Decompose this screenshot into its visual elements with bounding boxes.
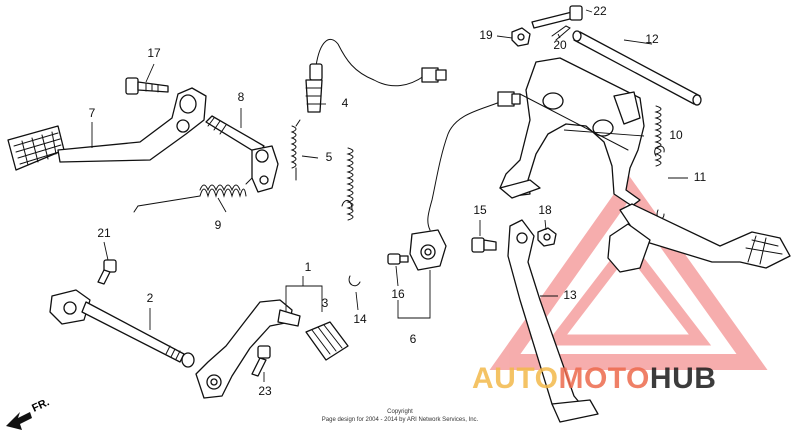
front-direction-label: FR.: [30, 396, 51, 414]
copyright-line2: Page design for 2004 - 2014 by ARI Netwo…: [322, 417, 479, 423]
switch-spring-5: [290, 119, 301, 181]
callout-23: 23: [258, 384, 272, 398]
stand-spring-11: [654, 105, 665, 220]
callout-13: 13: [563, 288, 577, 302]
stand-spring-14: [341, 147, 361, 287]
pivot-pin-8: [205, 115, 279, 193]
leader-lines: [91, 9, 688, 382]
callout-15: 15: [473, 203, 487, 217]
brake-pedal: [7, 87, 207, 171]
bolt-15: [471, 237, 497, 253]
side-stand-switch-6: [409, 91, 521, 271]
bolt-21: [97, 259, 117, 285]
brake-switch-4: [305, 39, 447, 113]
watermark-moto: MOTO: [558, 362, 649, 395]
side-stand-13: [507, 219, 599, 423]
watermark-triangle-logo: [489, 174, 768, 370]
svg-text:AUTOMOTOHUB: AUTOMOTOHUB: [472, 362, 716, 395]
copyright-notice: Copyright Page design for 2004 - 2014 by…: [322, 409, 479, 423]
watermark-wordmark: AUTOMOTOHUB: [472, 362, 716, 395]
callout-4: 4: [342, 96, 349, 110]
callout-8: 8: [238, 90, 245, 104]
cotter-pin-20: [551, 25, 571, 41]
nut-18: [537, 227, 557, 247]
callout-14: 14: [353, 312, 367, 326]
copyright-line1: Copyright: [387, 409, 413, 415]
watermark-auto: AUTO: [472, 362, 558, 395]
stand-pedal-arm: [607, 203, 791, 273]
main-stand-10: [499, 57, 645, 207]
callout-16: 16: [391, 287, 405, 301]
callout-20: 20: [553, 38, 567, 52]
gear-shift-pedal-1: [195, 299, 301, 399]
callout-22: 22: [593, 4, 607, 18]
callout-9: 9: [215, 218, 222, 232]
callout-2: 2: [147, 291, 154, 305]
watermark-hub: HUB: [650, 362, 717, 395]
callout-17: 17: [147, 46, 161, 60]
callout-7: 7: [89, 106, 96, 120]
callout-19: 19: [479, 28, 493, 42]
callout-12: 12: [645, 32, 659, 46]
callout-11: 11: [694, 170, 707, 184]
callout-5: 5: [326, 150, 333, 164]
callout-21: 21: [97, 226, 111, 240]
callout-1: 1: [305, 260, 312, 274]
callout-18: 18: [538, 203, 552, 217]
return-spring-9: [133, 177, 253, 213]
shift-rod-2: [49, 289, 195, 368]
bolt-17: [125, 77, 169, 95]
callout-6: 6: [410, 332, 417, 346]
callout-10: 10: [669, 128, 683, 142]
stand-shaft-12: [572, 30, 702, 106]
bolt-22: [531, 5, 583, 29]
callout-3: 3: [322, 296, 329, 310]
bolt-23: [251, 345, 271, 377]
bolt-16: [387, 253, 409, 265]
front-direction-arrow: FR.: [6, 396, 51, 430]
callout-labels: 17 7 8 4 5 9 21 1 3 2 14 16 6 23 15 18 1…: [89, 4, 707, 398]
nut-19: [511, 27, 531, 47]
shift-rubber-3: [305, 321, 349, 361]
